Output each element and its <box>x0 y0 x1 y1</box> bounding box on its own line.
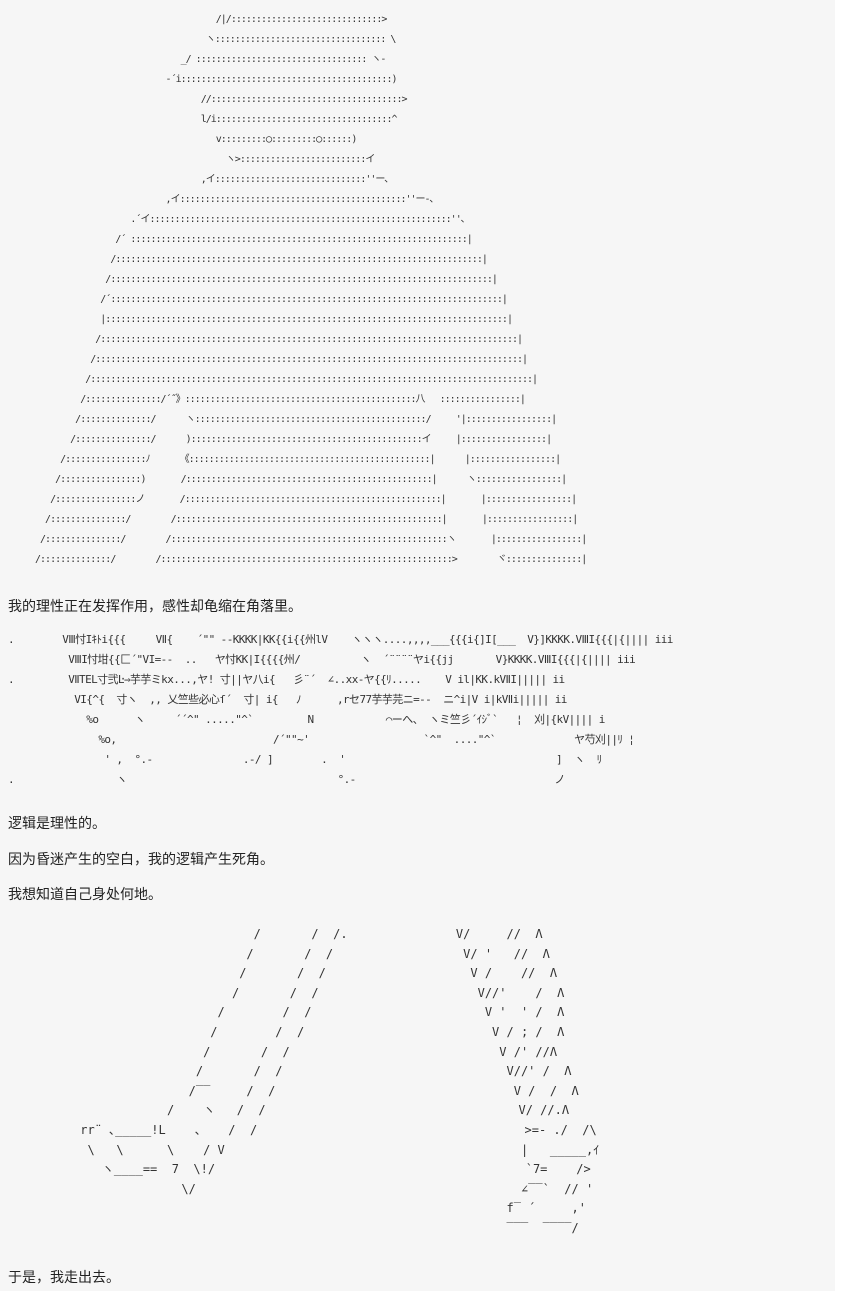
ascii-art-line: /:::::::::::::::::::::::::::::::::::::::… <box>30 254 488 265</box>
ascii-art-line: /:::::::::::::::::::::::::::::::::::::::… <box>30 334 523 345</box>
ascii-art-line: / / / V/ ' // Λ <box>8 946 550 961</box>
paragraph-where-am-i: 我想知道自己身处何地。 <box>8 887 162 903</box>
ascii-art-line: . ヽ °.- ノ <box>8 773 565 786</box>
ascii-art-line: _/ :::::::::::::::::::::::::::::::::: ヽ‐ <box>30 54 387 65</box>
ascii-art-line: //::::::::::::::::::::::::::::::::::::::… <box>30 94 408 105</box>
ascii-art-line: /::::::::::::::::ノ /::::::::::::::::::::… <box>30 494 577 505</box>
ascii-art-line: ,イ::::::::::::::::::::::::::::::''ー､ <box>30 174 390 185</box>
ascii-art-line: ,イ::::::::::::::::::::::::::::::::::::::… <box>30 194 435 205</box>
ascii-art-line: / ヽ / / V/ //.Λ <box>8 1103 570 1118</box>
paragraph-logic-rational: 逻辑是理性的。 <box>8 816 106 832</box>
paragraph-walk-out: 于是，我走出去。 <box>8 1270 120 1286</box>
ascii-art-line: / / / V ' ' / Λ <box>8 1005 565 1020</box>
ascii-art-line: v:::::::::◯:::::::::◯::::::) <box>30 134 358 145</box>
ascii-art-line: f‾ ´ ,' <box>8 1201 586 1216</box>
paragraph-blind-spot: 因为昏迷产生的空白，我的逻辑产生死角。 <box>8 852 274 868</box>
ascii-art-line: /´ :::::::::::::::::::::::::::::::::::::… <box>30 234 472 245</box>
ascii-art-line: / / / V//' / Λ <box>8 1064 572 1079</box>
ascii-art-line: /::::::::::::::/ /::::::::::::::::::::::… <box>30 554 587 565</box>
ascii-art-line: /:::::::::::::::::::::::::::::::::::::::… <box>30 374 538 385</box>
ascii-art-line: \/ ∠‾‾` // ' <box>8 1181 594 1196</box>
ascii-art-line: /‾‾ / / V / / Λ <box>8 1083 579 1098</box>
ascii-art-line: / / / V / // Λ <box>8 966 558 981</box>
ascii-art-line: /:::::::::::::::/ ):::::::::::::::::::::… <box>30 434 552 445</box>
ascii-art-line: rr¨ ､_____!L 、 / / >=- ./ /\ <box>8 1122 597 1137</box>
ascii-art-line: /:::::::::::::::/ /:::::::::::::::::::::… <box>30 534 587 545</box>
ascii-art-line: /:::::::::::::::::::::::::::::::::::::::… <box>30 274 498 285</box>
ascii-art-standing-figure: /|/::::::::::::::::::::::::::::::> ヽ::::… <box>30 10 587 570</box>
ascii-art-line: ヽ>:::::::::::::::::::::::::イ <box>30 154 376 165</box>
ascii-art-walking-legs: / / /. V/ // Λ / / / V/ ' // Λ / / / V /… <box>8 925 599 1239</box>
ascii-art-line: /´::::::::::::::::::::::::::::::::::::::… <box>30 294 508 305</box>
ascii-art-line: /::::::::::::::::) /::::::::::::::::::::… <box>30 474 567 485</box>
paragraph-reason-working: 我的理性正在发挥作用，感性却龟缩在角落里。 <box>8 599 302 615</box>
ascii-art-line: / / / V / ; / Λ <box>8 1024 565 1039</box>
ascii-art-line: /:::::::::::::::/´˝》::::::::::::::::::::… <box>30 394 526 405</box>
ascii-art-line: . VⅢ忖Iｷﾄi{{{ VⅡ{ ´"" --KKKK|KK{{i{{州lV ヽ… <box>8 633 673 646</box>
ascii-art-line: /::::::::::::::::ﾉ 《::::::::::::::::::::… <box>30 454 561 465</box>
ascii-art-line: / / /. V/ // Λ <box>8 927 543 941</box>
ascii-art-line: ‐´i:::::::::::::::::::::::::::::::::::::… <box>30 74 398 85</box>
ascii-art-eyes-closeup: . VⅢ忖Iｷﾄi{{{ VⅡ{ ´"" --KKKK|KK{{i{{州lV ヽ… <box>8 630 673 790</box>
ascii-art-line: /|/::::::::::::::::::::::::::::::> <box>30 14 388 25</box>
ascii-art-line: ‾‾‾ ‾‾‾‾/ <box>8 1220 579 1235</box>
ascii-art-line: . VⅡTEL寸弐Ŀ⇒芋芋ミkx...,ヤ! 寸||ヤ八i{ 彡¨´ ∠..xx… <box>8 673 565 686</box>
ascii-art-line: \ \ \ / V | _____,ｲ <box>8 1142 600 1157</box>
ascii-art-line: /:::::::::::::::/ /:::::::::::::::::::::… <box>30 514 578 525</box>
ascii-art-line: ヽ:::::::::::::::::::::::::::::::::: \ <box>30 34 397 45</box>
ascii-art-line: l/i:::::::::::::::::::::::::::::::::::^ <box>30 114 398 125</box>
ascii-art-line: / / / V//' / Λ <box>8 985 565 1000</box>
ascii-art-line: /:::::::::::::::::::::::::::::::::::::::… <box>30 354 528 365</box>
ascii-art-line: ' , °.- .-/ ] . ' ] ヽ ﾘ <box>8 753 602 766</box>
ascii-art-line: VⅢI忖坩{{匚´"VI=-- .. ヤ忖KK|I{{{{州/ ヽ ´¨¨¨¨ヤ… <box>8 653 636 666</box>
ascii-art-line: ヽ____== 7 \!/ `7= /> <box>8 1162 591 1177</box>
ascii-art-line: %o, /´""~' `^" ...."^` ヤ芍刈||ﾘ ¦ <box>8 733 635 746</box>
ascii-art-line: /::::::::::::::/ ヽ::::::::::::::::::::::… <box>30 414 557 425</box>
ascii-art-line: .´イ:::::::::::::::::::::::::::::::::::::… <box>30 214 465 225</box>
ascii-art-line: %o ヽ ´´^" ....."^` N ⌒ーへ、 ヽミ竺彡´ｲｼﾞ` ¦ 刈|… <box>8 713 605 726</box>
ascii-art-line: / / / V /' //Λ <box>8 1044 558 1059</box>
ascii-art-line: |:::::::::::::::::::::::::::::::::::::::… <box>30 314 513 325</box>
ascii-art-line: VI{^{ 寸ヽ ,, 乂竺些必心ſ´ 寸| i{ ﾉ ,rセ77芋芋芫ニ=--… <box>8 693 567 706</box>
